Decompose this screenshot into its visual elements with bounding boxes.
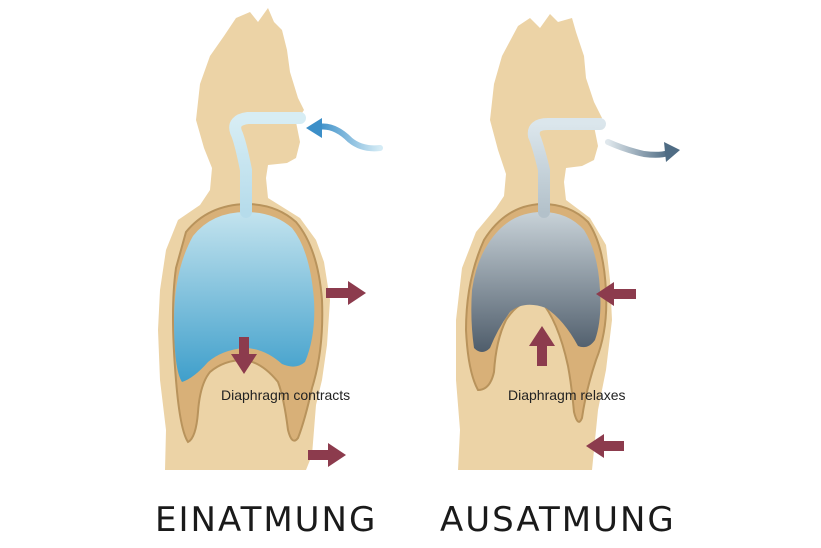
diaphragm-up-arrow xyxy=(529,326,555,366)
chest-contract-arrow xyxy=(596,282,636,306)
chest-expand-arrow xyxy=(326,281,366,305)
lungs-exhale xyxy=(471,212,601,352)
diaphragm-down-arrow xyxy=(231,337,257,374)
title-inhale: EINATMUNG xyxy=(155,500,378,540)
outgoing-air-arrow xyxy=(605,139,671,158)
outgoing-air-arrowhead xyxy=(664,142,680,162)
figure-inhale xyxy=(158,8,383,470)
airway-tube xyxy=(527,118,606,218)
abdomen-expand-arrow xyxy=(308,443,346,467)
airway-tube xyxy=(229,112,306,218)
abdomen-contract-arrow xyxy=(586,434,624,458)
figure-exhale xyxy=(456,14,680,470)
lungs-inhale xyxy=(174,212,315,382)
caption-exhale: Diaphragm relaxes xyxy=(508,387,626,403)
caption-inhale: Diaphragm contracts xyxy=(221,387,351,403)
incoming-air-arrowhead xyxy=(306,118,322,138)
incoming-air-arrow xyxy=(315,123,383,152)
title-exhale: AUSATMUNG xyxy=(440,500,676,540)
